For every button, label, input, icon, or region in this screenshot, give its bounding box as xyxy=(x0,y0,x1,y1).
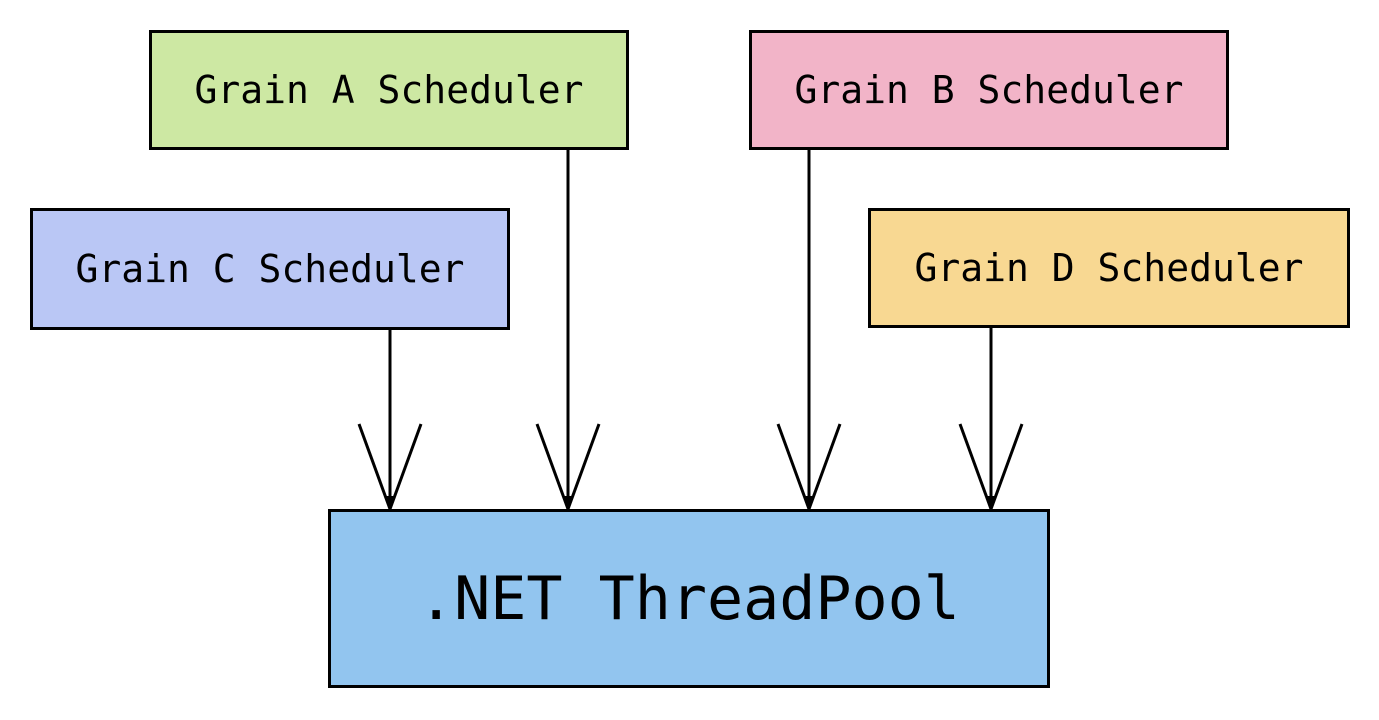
arrowhead-right-arm xyxy=(807,423,842,510)
node-grain-d-scheduler: Grain D Scheduler xyxy=(868,208,1350,328)
node-grain-b-label: Grain B Scheduler xyxy=(794,68,1184,112)
arrowhead-right-arm xyxy=(566,423,601,510)
arrowhead-left-arm xyxy=(535,423,570,510)
node-grain-a-label: Grain A Scheduler xyxy=(194,68,584,112)
node-grain-d-label: Grain D Scheduler xyxy=(914,246,1304,290)
arrowhead-left-arm xyxy=(776,423,811,510)
arrowhead-tip xyxy=(384,496,396,509)
node-grain-a-scheduler: Grain A Scheduler xyxy=(149,30,629,150)
arrowhead-left-arm xyxy=(958,423,993,510)
node-dotnet-threadpool: .NET ThreadPool xyxy=(328,509,1050,688)
node-grain-c-label: Grain C Scheduler xyxy=(75,247,465,291)
arrowhead-tip xyxy=(985,496,997,509)
node-grain-c-scheduler: Grain C Scheduler xyxy=(30,208,510,330)
arrowhead-left-arm xyxy=(357,423,392,510)
node-grain-b-scheduler: Grain B Scheduler xyxy=(749,30,1229,150)
node-dotnet-threadpool-label: .NET ThreadPool xyxy=(418,563,960,634)
arrowhead-tip xyxy=(803,496,815,509)
arrowhead-tip xyxy=(562,496,574,509)
arrowhead-right-arm xyxy=(388,423,423,510)
arrowhead-right-arm xyxy=(989,423,1024,510)
